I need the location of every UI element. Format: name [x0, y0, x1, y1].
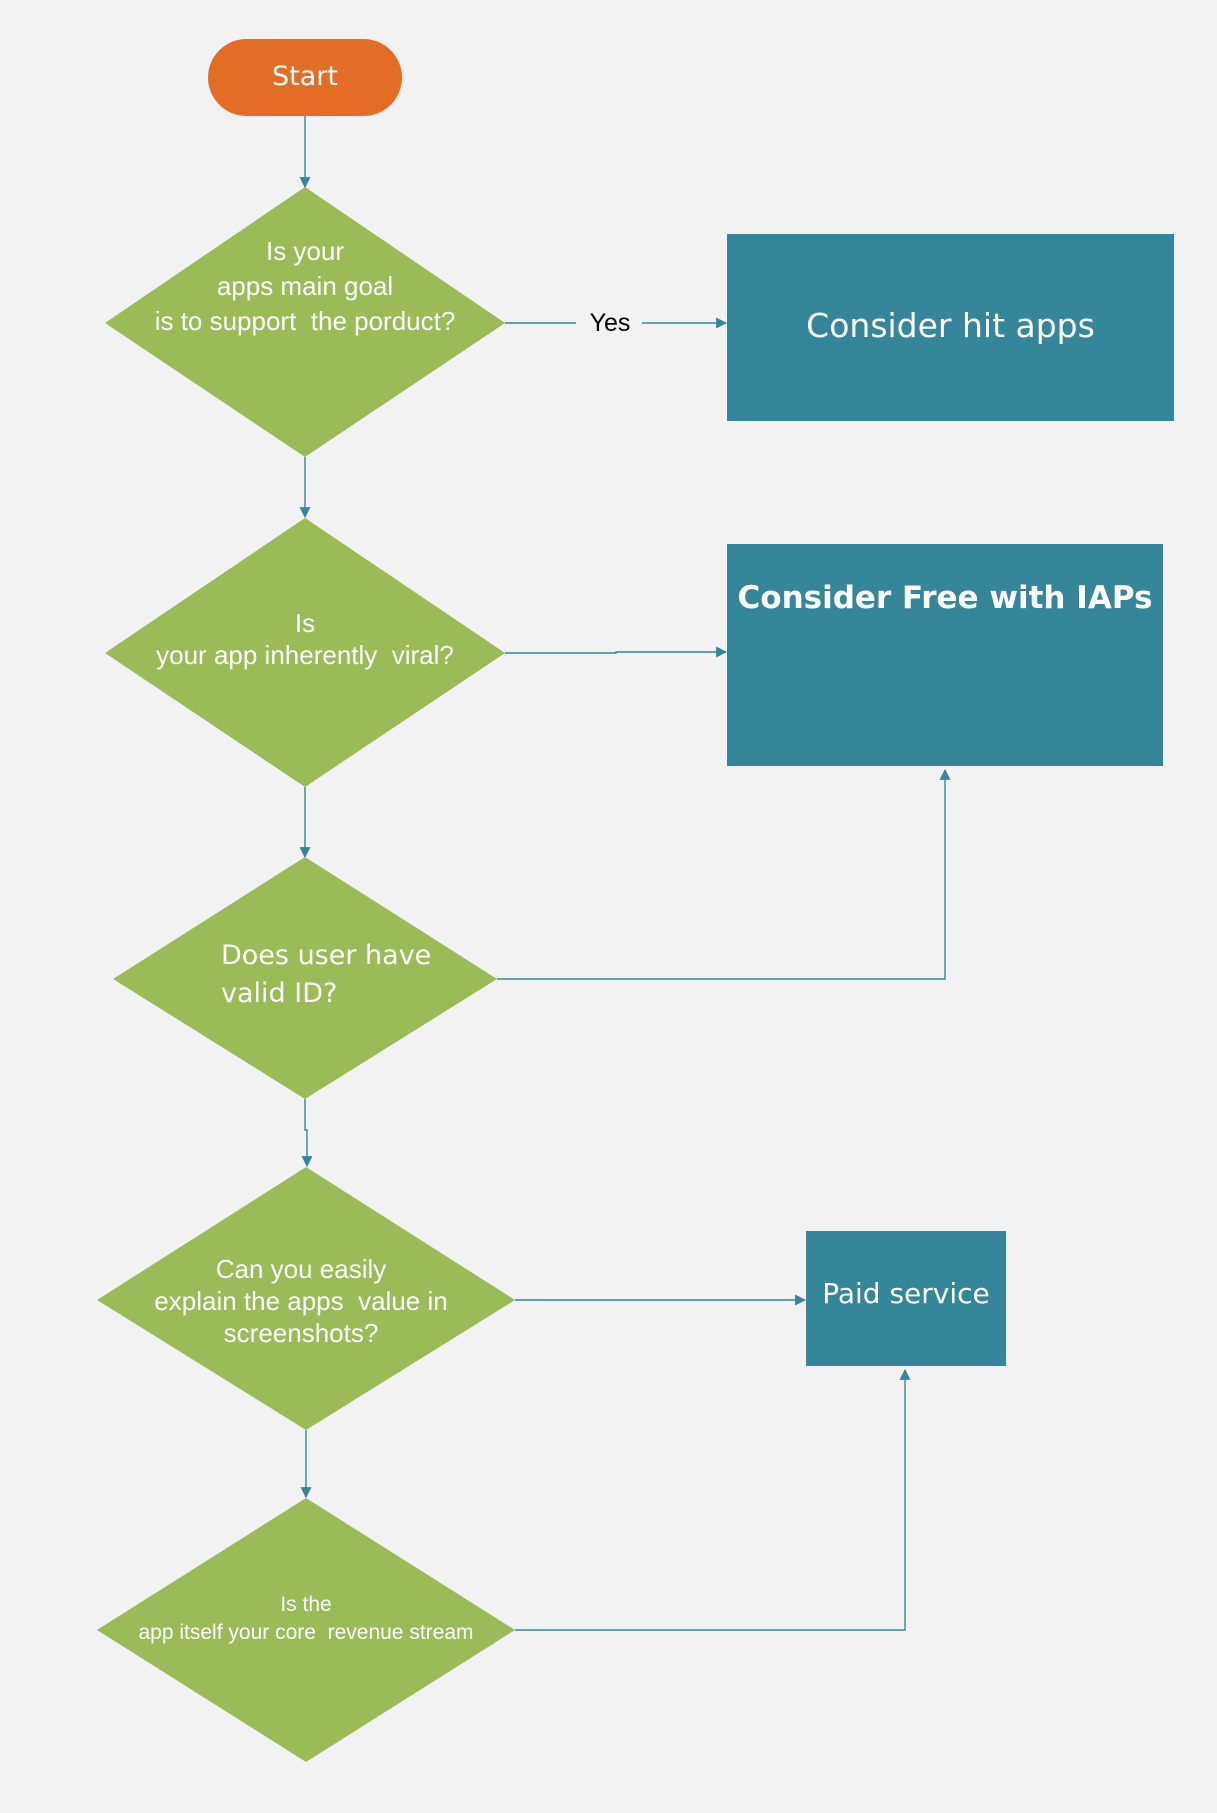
outcome-hit-apps-box	[727, 234, 1174, 421]
connector-q3-to-q4	[301, 1099, 313, 1168]
decision-label-support-product: Is your apps main goal is to support the…	[125, 234, 485, 339]
edge-label-yes: Yes	[590, 309, 631, 337]
connector-q5-to-paid-service	[515, 1368, 911, 1631]
decision-line: Does user have	[221, 940, 432, 971]
decision-line: screenshots?	[223, 1318, 379, 1348]
decision-label-viral: Is your app inherently viral?	[125, 607, 485, 671]
decision-line: Is your	[265, 236, 345, 266]
outcome-hit-apps-label: Consider hit apps	[806, 306, 1095, 345]
outcome-free-iaps-box	[727, 544, 1163, 766]
outcome-paid-service-label: Paid service	[822, 1277, 990, 1310]
decision-diamond-valid-id	[113, 857, 497, 1099]
decision-line: is to support the porduct?	[154, 306, 456, 337]
connector-q2-to-free-iaps	[505, 646, 728, 658]
connector-q3-to-free-iaps	[497, 768, 951, 980]
start-label: Start	[272, 61, 338, 92]
decision-diamond-viral	[105, 518, 505, 787]
decision-label-valid-id: Does user have valid ID?	[221, 937, 481, 1013]
decision-line: apps main goal	[216, 271, 394, 302]
decision-diamond-revenue-stream	[97, 1498, 515, 1762]
decision-line: Is the	[280, 1593, 332, 1616]
decision-line: Can you easily	[215, 1254, 387, 1284]
decision-line: app itself your core revenue stream	[138, 1621, 474, 1644]
decision-line: valid ID?	[221, 978, 338, 1009]
decision-label-screenshots: Can you easily explain the apps value in…	[116, 1253, 486, 1349]
start-terminator	[208, 39, 402, 116]
decision-line: Is	[294, 608, 316, 638]
decision-label-revenue-stream: Is the app itself your core revenue stre…	[116, 1591, 496, 1647]
outcome-paid-service-box	[806, 1231, 1006, 1366]
outcome-free-iaps-label: Consider Free with IAPs	[737, 580, 1153, 616]
decision-diamond-screenshots	[97, 1167, 515, 1430]
decision-line: your app inherently viral?	[156, 640, 454, 670]
decision-diamond-support-product	[105, 187, 505, 457]
decision-line: explain the apps value in	[154, 1286, 448, 1316]
